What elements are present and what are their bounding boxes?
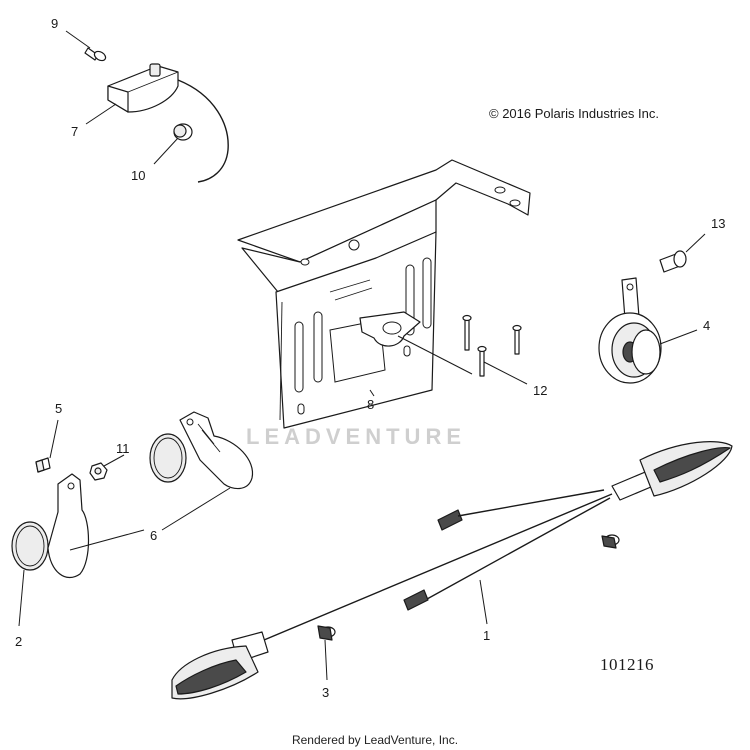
- screw-upper-part-3[interactable]: [601, 534, 620, 549]
- screw-part-5[interactable]: [35, 457, 51, 473]
- watermark: LEADVENTURE: [246, 424, 467, 449]
- grommet-part-10[interactable]: [173, 123, 193, 141]
- callout-6: 6: [150, 528, 157, 543]
- footer-credit: Rendered by LeadVenture, Inc.: [291, 733, 459, 747]
- bolt-part-13[interactable]: [659, 250, 687, 273]
- reflector-lower-part-2[interactable]: [11, 521, 49, 571]
- callout-10: 10: [131, 168, 145, 183]
- reflector-upper[interactable]: [149, 433, 187, 483]
- reflector-bracket-upper-part-6[interactable]: [179, 411, 254, 490]
- license-bracket-part-8[interactable]: [237, 159, 531, 429]
- horn-part-4[interactable]: [598, 277, 662, 384]
- callout-8: 8: [367, 397, 374, 412]
- screw-part-3[interactable]: [317, 625, 336, 641]
- callout-7: 7: [71, 124, 78, 139]
- callout-13: 13: [711, 216, 725, 231]
- screws-part-12[interactable]: [462, 314, 522, 377]
- callout-1: 1: [483, 628, 490, 643]
- leader-lines: [18, 30, 706, 681]
- callout-4: 4: [703, 318, 710, 333]
- license-light-part-7[interactable]: [107, 63, 229, 183]
- callout-11: 11: [116, 441, 130, 456]
- turn-signal-left[interactable]: [171, 631, 269, 700]
- reflector-bracket-lower-part-6[interactable]: [47, 473, 90, 579]
- callout-3: 3: [322, 685, 329, 700]
- callout-5: 5: [55, 401, 62, 416]
- callout-9: 9: [51, 16, 58, 31]
- turn-signal-right-part-1[interactable]: [263, 441, 733, 641]
- screw-part-9[interactable]: [84, 47, 107, 62]
- diagram-number: 101216: [600, 655, 654, 674]
- nut-part-11[interactable]: [89, 462, 108, 481]
- copyright-notice: © 2016 Polaris Industries Inc.: [489, 106, 659, 121]
- callout-12: 12: [533, 383, 547, 398]
- callout-2: 2: [15, 634, 22, 649]
